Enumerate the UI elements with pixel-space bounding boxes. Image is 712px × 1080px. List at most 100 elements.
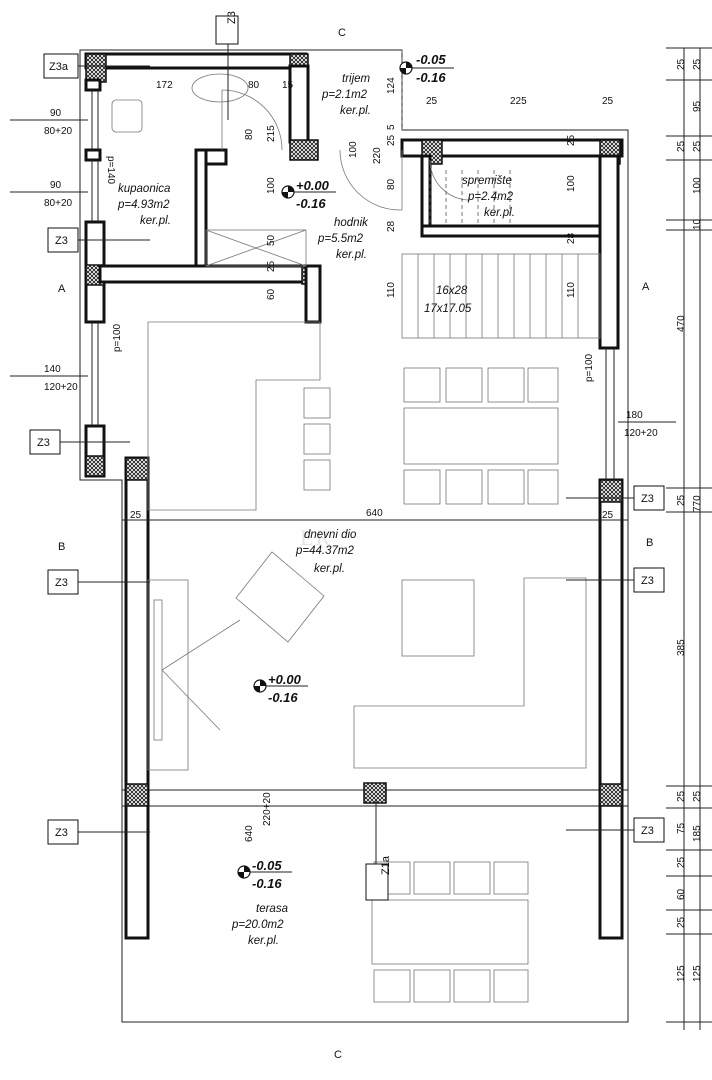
svg-text:ker.pl.: ker.pl. — [336, 249, 367, 261]
svg-text:Z3: Z3 — [55, 827, 68, 839]
svg-text:28: 28 — [386, 220, 397, 232]
room-terasa: terasa p=20.0m2 ker.pl. — [231, 903, 288, 947]
tag-z3-left-4: Z3 — [47, 819, 79, 845]
svg-text:p=44.37m2: p=44.37m2 — [295, 545, 354, 557]
svg-text:25: 25 — [676, 58, 687, 70]
outer-outline — [79, 49, 629, 1023]
svg-text:25: 25 — [692, 140, 703, 152]
right-dimension-column: 25 25 95 25 25 100 10 470 25 770 385 25 … — [676, 58, 703, 982]
svg-text:25: 25 — [426, 96, 438, 107]
svg-text:Z3: Z3 — [641, 825, 654, 837]
svg-text:Z3: Z3 — [55, 235, 68, 247]
svg-text:25: 25 — [386, 134, 397, 146]
svg-text:Z3: Z3 — [641, 575, 654, 587]
svg-text:25: 25 — [676, 494, 687, 506]
svg-text:Z3: Z3 — [37, 437, 50, 449]
watermark: ER — [300, 525, 332, 550]
tag-z3-top: Z3 — [215, 11, 239, 45]
level-bottom: -0.16 — [416, 70, 446, 85]
svg-text:terasa: terasa — [256, 903, 288, 915]
section-mark-left-b: B — [58, 541, 65, 553]
tag-z3-right-1: Z3 — [633, 485, 665, 511]
svg-text:640: 640 — [366, 508, 383, 519]
section-mark-bottom: C — [334, 1049, 342, 1061]
svg-text:25: 25 — [602, 96, 614, 107]
tag-z1a: Z1a — [365, 855, 392, 901]
svg-text:124: 124 — [386, 77, 397, 94]
tag-z3-left-3: Z3 — [47, 569, 79, 595]
svg-text:Z1a: Z1a — [380, 855, 392, 875]
svg-text:90: 90 — [50, 180, 62, 191]
stair-steps: 16x28 — [436, 285, 468, 297]
svg-text:75: 75 — [676, 822, 687, 834]
svg-text:25: 25 — [130, 510, 142, 521]
svg-text:p=2.1m2: p=2.1m2 — [321, 89, 368, 101]
room-trijem: trijem p=2.1m2 ker.pl. — [321, 73, 371, 117]
svg-text:80: 80 — [244, 128, 255, 140]
svg-text:100: 100 — [566, 175, 577, 192]
svg-text:10: 10 — [692, 218, 703, 230]
level-top: -0.05 — [252, 858, 282, 873]
svg-text:ker.pl.: ker.pl. — [340, 105, 371, 117]
level-marker-trijem: -0.05 -0.16 — [399, 52, 454, 85]
room-spremiste: spremište p=2.4m2 ker.pl. — [462, 175, 515, 219]
svg-text:25: 25 — [676, 140, 687, 152]
svg-text:185: 185 — [692, 825, 703, 842]
svg-text:110: 110 — [386, 282, 397, 298]
level-bottom: -0.16 — [296, 196, 326, 211]
svg-text:470: 470 — [676, 315, 687, 332]
tag-z3-right-3: Z3 — [633, 817, 665, 843]
svg-text:5: 5 — [386, 124, 397, 130]
svg-text:60: 60 — [266, 288, 277, 300]
level-top: +0.00 — [296, 178, 330, 193]
stair-risers: 17x17.05 — [424, 303, 472, 315]
staircase — [401, 170, 601, 339]
svg-text:80: 80 — [248, 80, 260, 91]
right-dimension-lines — [666, 47, 712, 1030]
level-marker-hodnik: +0.00 -0.16 — [281, 178, 336, 211]
level-marker-terasa: -0.05 -0.16 — [237, 858, 292, 891]
svg-text:p=100: p=100 — [112, 323, 123, 352]
tag-z3-left-2: Z3 — [29, 429, 61, 455]
furniture — [147, 321, 587, 1003]
svg-text:25: 25 — [602, 510, 614, 521]
svg-text:225: 225 — [510, 96, 527, 107]
svg-text:125: 125 — [692, 965, 703, 982]
svg-text:770: 770 — [692, 495, 703, 512]
svg-text:p=4.93m2: p=4.93m2 — [117, 199, 170, 211]
svg-text:hodnik: hodnik — [334, 217, 369, 229]
level-top: +0.00 — [268, 672, 302, 687]
svg-text:80: 80 — [386, 178, 397, 190]
svg-text:25: 25 — [676, 916, 687, 928]
svg-text:25: 25 — [692, 790, 703, 802]
svg-text:80+20: 80+20 — [44, 126, 73, 137]
room-hodnik: hodnik p=5.5m2 ker.pl. — [317, 217, 369, 261]
svg-text:100: 100 — [692, 177, 703, 194]
svg-text:180: 180 — [626, 410, 643, 421]
tag-leaders — [60, 44, 634, 864]
svg-text:100: 100 — [348, 141, 359, 158]
svg-text:25: 25 — [692, 58, 703, 70]
svg-text:172: 172 — [156, 80, 173, 91]
svg-text:25: 25 — [566, 134, 577, 146]
section-mark-right-b: B — [646, 537, 653, 549]
tag-z3a: Z3a — [43, 53, 79, 79]
svg-text:90: 90 — [50, 108, 62, 119]
svg-text:25: 25 — [676, 790, 687, 802]
svg-text:120+20: 120+20 — [44, 382, 78, 393]
svg-text:ker.pl.: ker.pl. — [140, 215, 171, 227]
window-dimensions: 90 80+20 p=140 90 80+20 p=100 140 120+20… — [10, 108, 676, 439]
svg-text:dnevni dio: dnevni dio — [304, 529, 357, 541]
svg-text:Z3: Z3 — [55, 577, 68, 589]
tag-z3-right-2: Z3 — [633, 567, 665, 593]
svg-text:p=100: p=100 — [584, 353, 595, 382]
svg-text:p=5.5m2: p=5.5m2 — [317, 233, 364, 245]
svg-text:220+20: 220+20 — [262, 792, 273, 826]
svg-text:Z3: Z3 — [641, 493, 654, 505]
svg-text:215: 215 — [266, 125, 277, 142]
level-marker-dnevni: +0.00 -0.16 — [253, 672, 308, 705]
svg-text:15: 15 — [282, 80, 294, 91]
svg-text:385: 385 — [676, 639, 687, 656]
svg-text:125: 125 — [676, 965, 687, 982]
